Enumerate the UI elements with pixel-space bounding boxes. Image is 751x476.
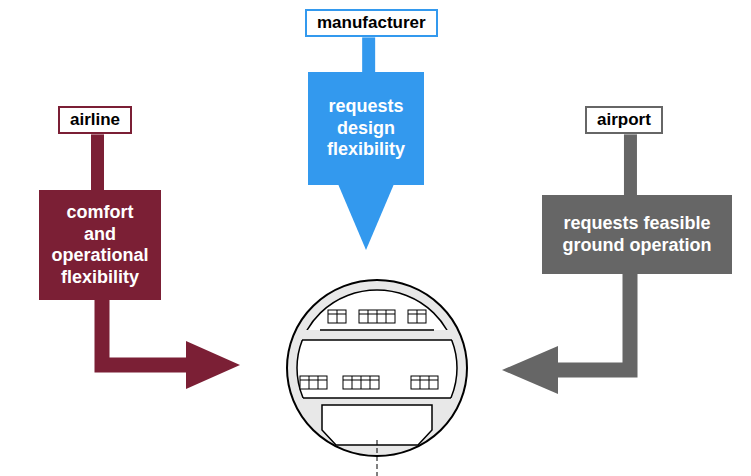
upper-deck-floor: [320, 329, 434, 331]
seat-group: [411, 376, 438, 389]
seat-group: [343, 376, 379, 389]
node-text: manufacturer: [317, 13, 426, 33]
cargo-hold: [322, 405, 432, 445]
source-label: airport: [585, 106, 663, 134]
request-box: requests feasible ground operation: [542, 195, 732, 274]
seat-group: [328, 310, 346, 323]
main-deck-floor: [303, 397, 451, 399]
node-text: airport: [597, 110, 651, 130]
node-text: requests feasible ground operation: [552, 213, 722, 256]
fuselage-shell: [287, 280, 467, 456]
request-box: requests design flexibility: [308, 72, 424, 185]
node-text: requests design flexibility: [316, 96, 416, 161]
connector-shaft: [91, 134, 104, 190]
upper-deck-cabin: [297, 290, 457, 330]
request-box: comfort and operational flexibility: [39, 190, 161, 300]
node-text: airline: [70, 110, 120, 130]
seat-group: [300, 376, 327, 389]
seat-group: [359, 310, 395, 323]
center-line: [377, 440, 378, 476]
node-text: comfort and operational flexibility: [50, 202, 150, 288]
connector-shaft: [362, 37, 375, 72]
source-label: manufacturer: [305, 9, 438, 37]
airport-arrowhead: [502, 346, 558, 394]
seats: [300, 310, 438, 389]
seat-group: [408, 310, 426, 323]
airline-arrowhead: [186, 341, 240, 389]
connector-shaft: [624, 134, 637, 195]
main-deck-cabin: [297, 340, 457, 398]
manufacturer-arrowhead: [338, 184, 394, 250]
source-label: airline: [58, 106, 132, 134]
main-deck-ceiling: [302, 339, 452, 341]
